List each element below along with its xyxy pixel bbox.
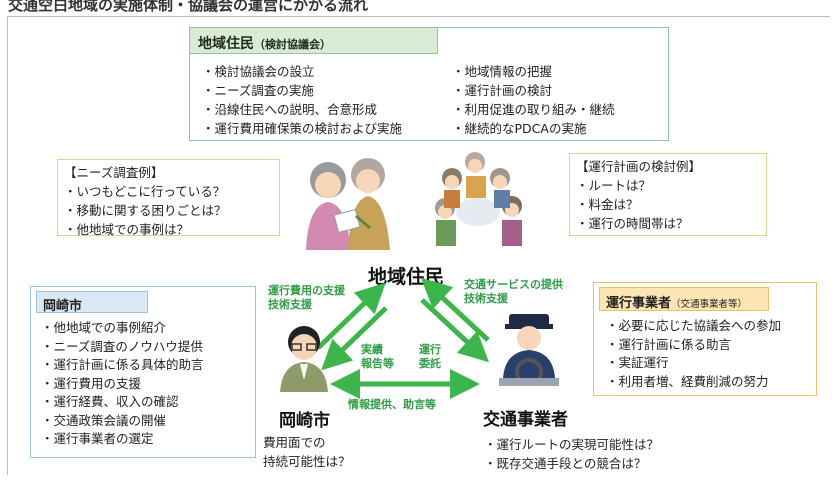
list-item: ・沿線住民への説明、合意形成 (202, 102, 378, 117)
city-official-illustration (280, 326, 328, 392)
bus-driver-illustration (499, 314, 559, 386)
arrow-label-consign: 運行委託 (419, 343, 441, 370)
transport-operator-label: 交通事業者 (483, 410, 568, 430)
arrow-residents-to-operator (420, 298, 489, 363)
operation-plan-title: 【運行計画の検討例】 (576, 159, 702, 174)
residents-council-title: 地域住民（検討協議会） (189, 27, 438, 54)
list-item: ・運行計画に係る具体的助言 (41, 357, 204, 372)
list-item: ・検討協議会の設立 (202, 64, 315, 79)
arrow-label-info-advice: 情報提供、助言等 (348, 398, 436, 411)
list-item: ・必要に応じた協議会への参加 (606, 318, 782, 333)
okazaki-city-list: ・他地域での事例紹介 ・ニーズ調査のノウハウ提供 ・運行計画に係る具体的助言 ・… (41, 319, 204, 449)
diagram-frame (7, 16, 830, 475)
list-item: ・実証運行 (606, 355, 669, 370)
residents-council-box: 地域住民（検討協議会） ・検討協議会の設立 ・ニーズ調査の実施 ・沿線住民への説… (189, 27, 669, 141)
list-item: ・利用促進の取り組み・継続 (452, 102, 615, 117)
needs-survey-box: 【ニーズ調査例】 ・いつもどこに行っている？ ・移動に関する困りごとは？ ・他地… (57, 159, 280, 237)
page-heading: 交通空白地域の実施体制・協議会の運営にかかる流れ (8, 0, 369, 14)
list-item: ・他地域での事例紹介 (41, 320, 167, 335)
operator-box: 運行事業者（交通事業者等） ・必要に応じた協議会への参加 ・運行計画に係る助言 … (593, 282, 817, 396)
list-item: ・運行計画の検討 (452, 83, 553, 98)
list-item: ・運行経費、収入の確認 (41, 394, 179, 409)
okazaki-city-title: 岡崎市 (36, 291, 148, 314)
list-item: ・移動に関する困りごとは？ (64, 203, 227, 218)
operator-title: 運行事業者（交通事業者等） (599, 287, 769, 311)
elderly-residents-illustration (306, 158, 390, 250)
residents-left-list: ・検討協議会の設立 ・ニーズ調査の実施 ・沿線住民への説明、合意形成 ・運行費用… (202, 62, 402, 138)
list-item: ・運行の時間帯は？ (576, 216, 689, 231)
list-item: ・継続的なPDCAの実施 (452, 121, 587, 136)
list-item: ・ニーズ調査のノウハウ提供 (41, 338, 203, 354)
operation-plan-box: 【運行計画の検討例】 ・ルートは？ ・料金は？ ・運行の時間帯は？ (569, 153, 767, 236)
list-item: ・地域情報の把握 (452, 64, 553, 79)
city-question: 費用面での持続可能性は？ (263, 435, 351, 469)
list-item: ・ルートは？ (576, 178, 652, 193)
list-item: ・料金は？ (576, 197, 639, 212)
arrow-label-report: 実績報告等 (361, 343, 394, 370)
list-item: ・運行費用の支援 (41, 375, 142, 391)
operator-questions: ・運行ルートの実現可能性は？・既存交通手段との競合は？ (484, 437, 660, 471)
residents-right-list: ・地域情報の把握 ・運行計画の検討 ・利用促進の取り組み・継続 ・継続的なPDC… (452, 62, 615, 138)
list-item: ・運行費用確保策の検討および実施 (202, 121, 403, 136)
list-item: ・利用者増、経費削減の努力 (606, 373, 769, 389)
list-item: ・他地域での事例は？ (64, 222, 190, 237)
needs-survey-title: 【ニーズ調査例】 (64, 165, 164, 180)
arrow-residents-to-city (321, 306, 388, 371)
list-item: ・運行事業者の選定 (41, 431, 154, 446)
list-item: ・交通政策会議の開催 (41, 412, 167, 428)
okazaki-city-label: 岡崎市 (279, 411, 330, 431)
arrow-label-city-support: 運行費用の支援技術支援 (268, 284, 345, 311)
okazaki-city-box: 岡崎市 ・他地域での事例紹介 ・ニーズ調査のノウハウ提供 ・運行計画に係る具体的… (30, 286, 256, 458)
list-item: ・運行計画に係る助言 (606, 336, 732, 352)
operator-list: ・必要に応じた協議会への参加 ・運行計画に係る助言 ・実証運行 ・利用者増、経費… (606, 317, 781, 391)
list-item: ・いつもどこに行っている？ (64, 184, 226, 199)
list-item: ・ニーズ調査の実施 (202, 83, 314, 98)
resident-group-illustration (435, 152, 522, 246)
arrow-label-operator-service: 交通サービスの提供技術支援 (464, 278, 563, 305)
